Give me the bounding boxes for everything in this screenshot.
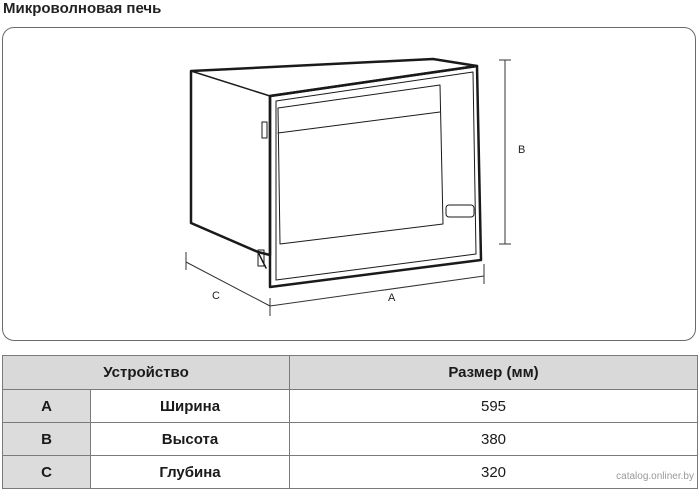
table-row: C Глубина 320: [2, 455, 698, 489]
page-title: Микроволновая печь: [3, 0, 162, 17]
dimensions-table: Устройство Размер (мм) A Ширина 595 B Вы…: [2, 355, 698, 489]
row-key: B: [2, 422, 91, 456]
microwave-diagram: B C A: [185, 57, 525, 316]
microwave-bottom-edge: [190, 222, 267, 269]
microwave-body: [189, 57, 479, 257]
dim-b-label: B: [518, 144, 525, 156]
dim-c-line: [185, 261, 271, 307]
table-row: B Высота 380: [2, 422, 698, 456]
row-value: 380: [289, 422, 698, 456]
header-device: Устройство: [2, 355, 290, 390]
microwave-display: [445, 204, 475, 218]
table-row: A Ширина 595: [2, 389, 698, 423]
microwave-door-inner: [275, 71, 477, 281]
row-name: Высота: [90, 422, 290, 456]
microwave-hinge-bottom: [257, 249, 265, 267]
row-key: C: [2, 455, 91, 489]
microwave-front-panel: [268, 64, 483, 289]
dim-a-label: A: [388, 292, 396, 304]
table-header-row: Устройство Размер (мм): [2, 355, 698, 390]
diagram-frame: [2, 27, 696, 341]
watermark: catalog.onliner.by: [616, 471, 694, 482]
row-key: A: [2, 389, 91, 423]
row-name: Ширина: [90, 389, 290, 423]
row-value: 595: [289, 389, 698, 423]
microwave-window: [277, 84, 444, 245]
microwave-hinge-top: [261, 121, 268, 139]
microwave-window-line: [277, 111, 441, 134]
header-size: Размер (мм): [289, 355, 698, 390]
dim-a-line: [269, 275, 485, 307]
microwave-top-edge: [190, 70, 271, 97]
dim-c-label: C: [212, 290, 220, 302]
